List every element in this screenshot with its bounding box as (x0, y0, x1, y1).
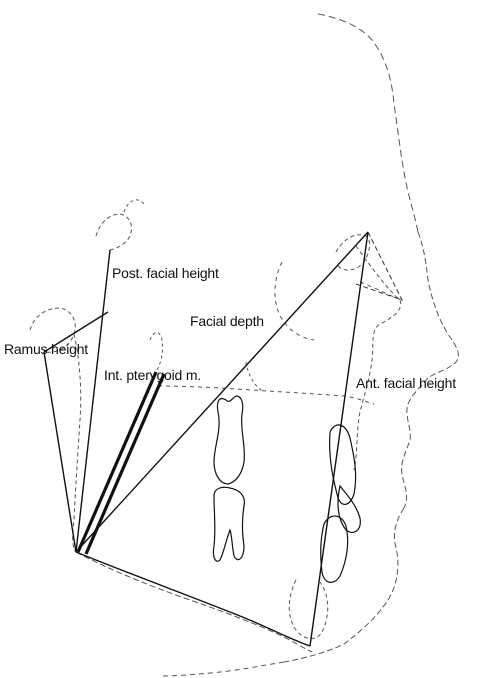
lower-molar (213, 487, 244, 561)
label-ramus-height: Ramus height (4, 342, 88, 356)
teeth (213, 396, 360, 582)
skull-outline (30, 14, 458, 676)
label-facial-depth: Facial depth (190, 314, 264, 328)
upper-incisor (330, 425, 356, 505)
soft-tissue-jaw (160, 662, 284, 676)
cranium-outline (318, 14, 418, 232)
int-pterygoid-line-1 (78, 372, 156, 552)
label-post-facial-height: Post. facial height (112, 266, 219, 280)
symphysis-outline (289, 580, 328, 639)
label-int-pterygoid: Int. pterygoid m. (104, 368, 201, 382)
mandibular-plane-line (76, 552, 310, 646)
chin-profile (284, 508, 404, 662)
measurement-lines (44, 232, 368, 646)
int-pterygoid-line (78, 372, 164, 554)
nasal-hint (246, 362, 264, 392)
upper-lip-profile (402, 378, 428, 508)
int-pterygoid-line-2 (86, 374, 164, 554)
basion-outline (124, 200, 144, 212)
mandible-lower-border (76, 552, 312, 652)
forehead-profile (418, 232, 458, 378)
sella-outline (96, 214, 132, 250)
label-ant-facial-height: Ant. facial height (356, 376, 456, 390)
upper-incisor-crown (338, 486, 360, 532)
ant-facial-height-line (310, 232, 368, 646)
ramus-height-line (44, 352, 76, 552)
maxilla-line (158, 386, 374, 404)
upper-molar (214, 396, 244, 484)
